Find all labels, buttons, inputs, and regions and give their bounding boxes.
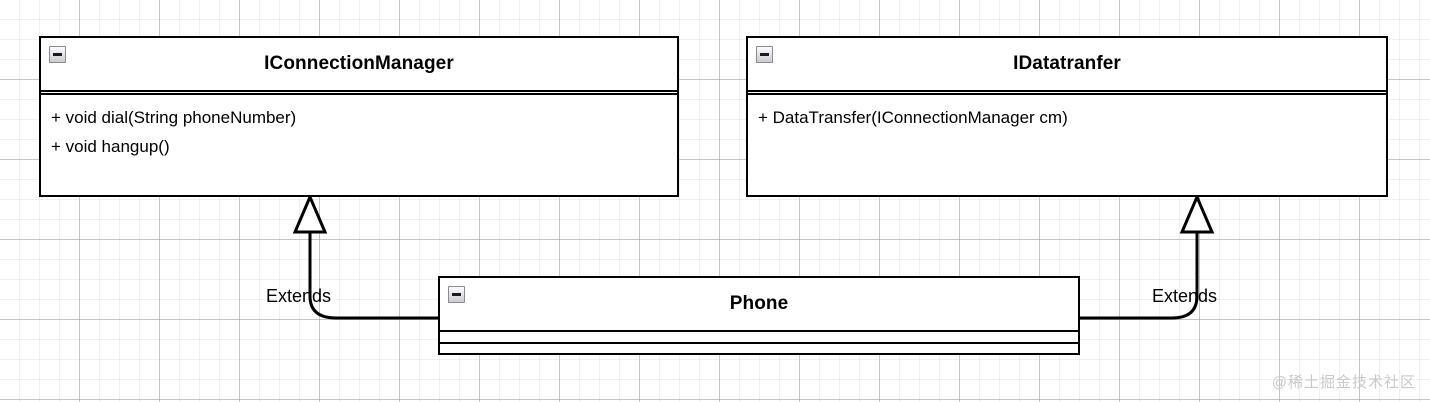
watermark-text: @稀土掘金技术社区 bbox=[1271, 374, 1416, 391]
minus-square-icon[interactable] bbox=[448, 286, 465, 303]
class-title-iconnectionmanager: IConnectionManager bbox=[264, 53, 454, 74]
class-header-idatatranfer: IDatatranfer bbox=[748, 38, 1386, 90]
class-compartment-divider bbox=[41, 90, 677, 95]
minus-bar bbox=[53, 53, 62, 56]
class-members-iconnectionmanager: + void dial(String phoneNumber) + void h… bbox=[41, 95, 677, 161]
class-methods-compartment-phone bbox=[440, 342, 1078, 353]
class-header-phone: Phone bbox=[440, 278, 1078, 330]
minus-bar bbox=[452, 293, 461, 296]
minus-square-icon[interactable] bbox=[756, 46, 773, 63]
class-box-idatatranfer[interactable]: IDatatranfer + DataTransfer(IConnectionM… bbox=[746, 36, 1388, 197]
edge-label-extends-right: Extends bbox=[1152, 286, 1218, 306]
minus-bar bbox=[760, 53, 769, 56]
class-box-phone[interactable]: Phone bbox=[438, 276, 1080, 355]
class-members-idatatranfer: + DataTransfer(IConnectionManager cm) bbox=[748, 95, 1386, 132]
member-line: + void hangup() bbox=[51, 137, 170, 157]
class-box-iconnectionmanager[interactable]: IConnectionManager + void dial(String ph… bbox=[39, 36, 679, 197]
hollow-triangle-arrowhead-left bbox=[292, 193, 328, 234]
class-title-idatatranfer: IDatatranfer bbox=[1013, 53, 1121, 74]
member-line: + DataTransfer(IConnectionManager cm) bbox=[758, 108, 1068, 127]
class-header-iconnectionmanager: IConnectionManager bbox=[41, 38, 677, 90]
minus-square-icon[interactable] bbox=[49, 46, 66, 63]
edge-label-extends-left: Extends bbox=[266, 286, 332, 306]
class-attributes-compartment-phone bbox=[440, 330, 1078, 342]
member-line: + void dial(String phoneNumber) bbox=[51, 108, 297, 127]
class-title-phone: Phone bbox=[729, 293, 789, 314]
hollow-triangle-arrowhead-right bbox=[1179, 193, 1215, 234]
class-compartment-divider bbox=[748, 90, 1386, 95]
